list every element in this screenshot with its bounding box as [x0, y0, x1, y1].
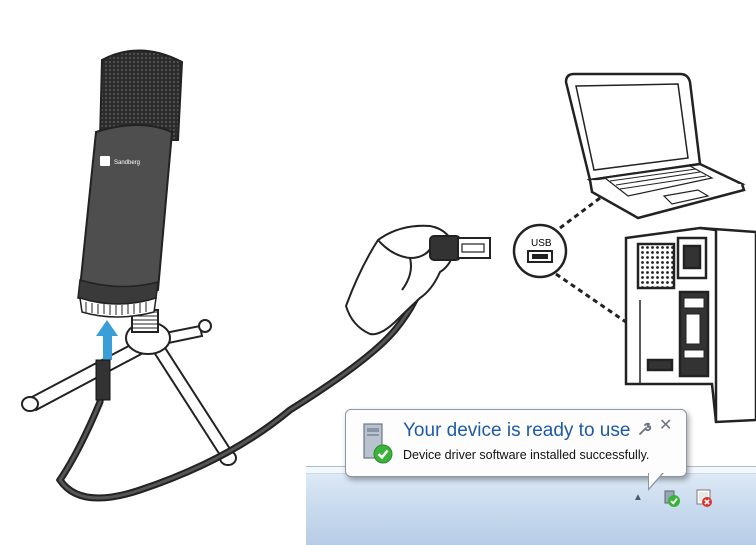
insert-arrow [96, 320, 118, 360]
wrench-icon[interactable] [638, 422, 652, 436]
device-installed-icon [363, 423, 393, 464]
device-installed-icon[interactable] [662, 489, 680, 507]
windows-taskbar: ▲ [306, 466, 756, 545]
close-icon[interactable]: ✕ [659, 417, 673, 434]
laptop [564, 72, 746, 220]
tripod-stand [21, 309, 237, 466]
brand-label: Sandberg [114, 160, 140, 166]
device-ready-notification[interactable]: Your device is ready to use Device drive… [345, 409, 687, 491]
usb-label: USB [531, 238, 552, 249]
action-center-flag-icon[interactable] [694, 487, 714, 509]
usb-microphone: Sandberg [77, 49, 184, 318]
notification-message: Device driver software installed success… [403, 448, 650, 462]
usb-cable [55, 267, 430, 502]
notification-title: Your device is ready to use [403, 420, 631, 441]
usb-port-callout: USB [512, 196, 691, 368]
hand-holding-plug [344, 224, 491, 336]
desktop-pc [624, 226, 756, 424]
show-hidden-icons-arrow-icon[interactable]: ▲ [633, 492, 643, 503]
balloon-tail-inner [649, 472, 663, 488]
